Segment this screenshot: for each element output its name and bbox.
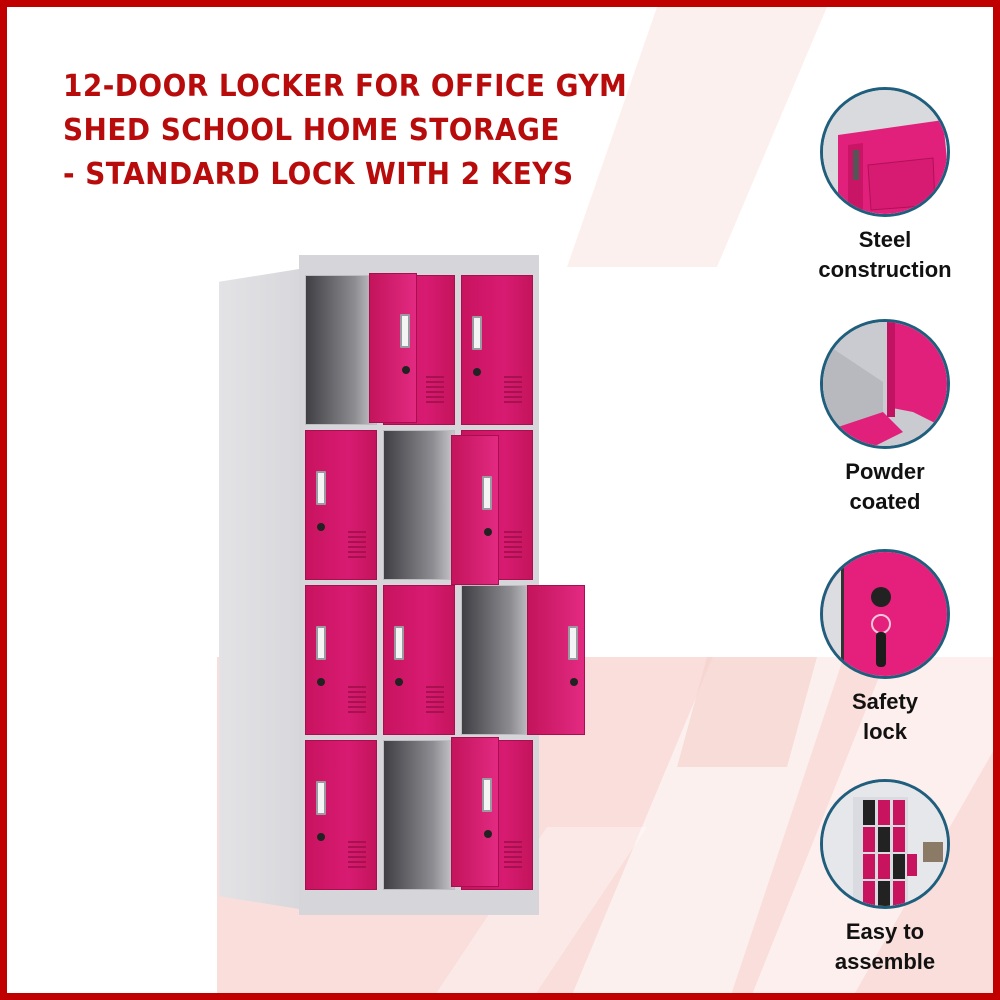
locker-compartment-open: [383, 740, 455, 890]
feature-label-line-2: coated: [849, 489, 921, 514]
vent-slots: [348, 841, 366, 871]
feature-label-line-2: lock: [862, 719, 908, 744]
vent-slots: [348, 531, 366, 561]
door-handle-icon: [482, 778, 492, 812]
keyhole-icon: [317, 523, 325, 531]
vent-slots: [426, 376, 444, 406]
keyhole-icon: [402, 366, 410, 374]
door-handle-icon: [316, 626, 326, 660]
easy-assemble-icon: [820, 779, 950, 909]
feature-label-line-1: Safety: [851, 689, 919, 714]
keyhole-icon: [473, 368, 481, 376]
locker-front: [299, 255, 585, 915]
door-handle-icon: [316, 781, 326, 815]
product-title: 12-DOOR LOCKER FOR OFFICE GYM SHED SCHOO…: [63, 65, 627, 197]
locker-door: [383, 585, 455, 735]
product-title-line-2: SHED SCHOOL HOME STORAGE: [63, 113, 560, 148]
locker-door-swung-open: [369, 273, 417, 423]
safety-lock-icon: [820, 549, 950, 679]
product-title-line-1: 12-DOOR LOCKER FOR OFFICE GYM: [63, 69, 628, 104]
feature-steel-construction: Steel construction: [815, 87, 955, 285]
door-handle-icon: [394, 626, 404, 660]
locker-column-2: [383, 275, 455, 900]
vent-slots: [504, 841, 522, 871]
feature-powder-coated: Powder coated: [815, 319, 955, 517]
keyhole-icon: [484, 830, 492, 838]
vent-slots: [348, 686, 366, 716]
locker-compartment-open: [461, 585, 533, 735]
door-handle-icon: [482, 476, 492, 510]
locker-door-swung-open: [451, 435, 499, 585]
keyhole-icon: [317, 678, 325, 686]
locker-door-swung-open: [527, 585, 585, 735]
vent-slots: [504, 531, 522, 561]
powder-coated-icon: [820, 319, 950, 449]
locker-door-swung-open: [451, 737, 499, 887]
keyhole-icon: [395, 678, 403, 686]
door-handle-icon: [400, 314, 410, 348]
locker-door: [305, 740, 377, 890]
keyhole-icon: [317, 833, 325, 841]
feature-label-line-1: Steel: [858, 227, 912, 252]
door-handle-icon: [316, 471, 326, 505]
feature-easy-assemble: Easy to assemble: [815, 779, 955, 977]
steel-construction-icon: [820, 87, 950, 217]
locker-compartment-open: [383, 430, 455, 580]
locker-compartment-open: [305, 275, 377, 425]
product-title-line-3: - STANDARD LOCK WITH 2 KEYS: [63, 157, 574, 192]
locker-side-panel: [219, 269, 299, 909]
locker-door: [461, 275, 533, 425]
door-handle-icon: [568, 626, 578, 660]
door-handle-icon: [472, 316, 482, 350]
vent-slots: [504, 376, 522, 406]
locker-column-1: [305, 275, 377, 900]
keyhole-icon: [570, 678, 578, 686]
locker-door: [305, 430, 377, 580]
vent-slots: [426, 686, 444, 716]
feature-label-line-2: assemble: [834, 949, 936, 974]
feature-label-line-1: Easy to: [845, 919, 925, 944]
feature-label-line-2: construction: [818, 257, 952, 282]
feature-label-line-1: Powder: [845, 459, 925, 484]
feature-safety-lock: Safety lock: [815, 549, 955, 747]
keyhole-icon: [484, 528, 492, 536]
locker-product-image: [219, 255, 585, 915]
locker-door: [305, 585, 377, 735]
